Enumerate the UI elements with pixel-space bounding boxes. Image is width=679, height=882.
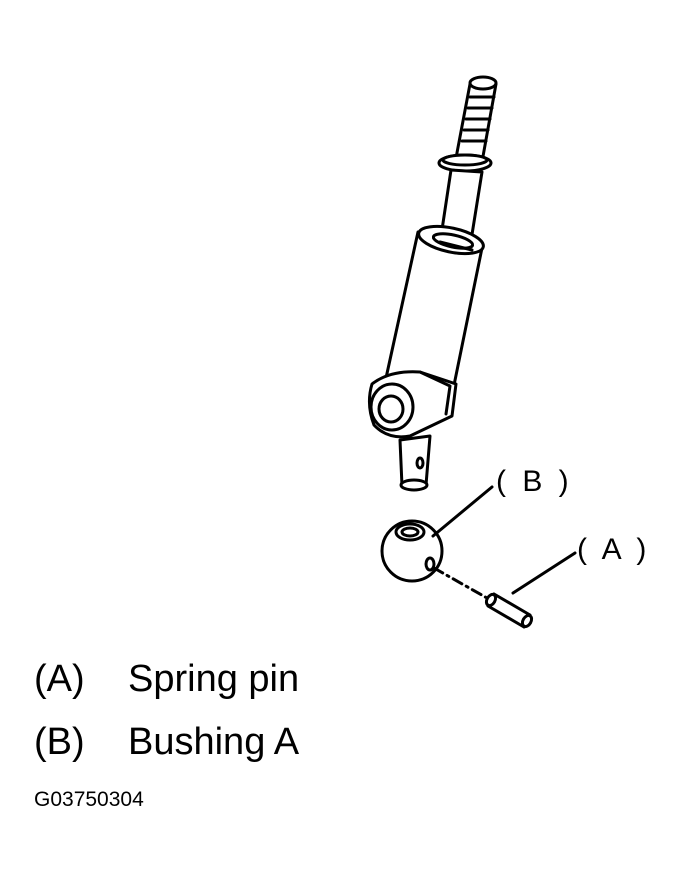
legend-key: (B) — [34, 721, 85, 763]
washer — [437, 153, 493, 173]
lever-fork — [367, 370, 458, 439]
legend-key: (A) — [34, 658, 85, 700]
lower-pin — [398, 434, 432, 492]
alignment-line — [432, 566, 489, 600]
figure-code: G03750304 — [34, 788, 144, 811]
legend-row-spring-pin: (A) Spring pin — [34, 660, 299, 698]
leader-lines — [431, 485, 577, 595]
callout-label-b: ( B ) — [496, 465, 573, 498]
legend-text: Bushing A — [128, 721, 300, 763]
lever-tube — [384, 224, 485, 397]
bushing-a — [380, 519, 444, 583]
callout-label-a: ( A ) — [577, 533, 651, 566]
legend-text: Spring pin — [128, 658, 300, 700]
legend-row-bushing-a: (B) Bushing A — [34, 723, 299, 761]
threaded-rod — [454, 75, 498, 164]
spring-pin — [484, 592, 534, 629]
